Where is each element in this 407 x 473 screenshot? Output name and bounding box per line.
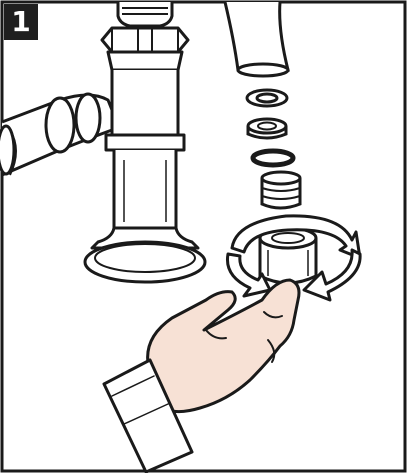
step-number-badge: 1 bbox=[4, 4, 38, 40]
hand-icon bbox=[104, 280, 299, 472]
mid-collar bbox=[106, 135, 184, 150]
faucet-base bbox=[85, 242, 205, 282]
aerator-o-ring bbox=[253, 151, 293, 165]
spout-illustration bbox=[225, 2, 288, 76]
hex-nut bbox=[102, 28, 188, 52]
aerator-parts-exploded bbox=[247, 90, 316, 283]
faucet-illustration bbox=[0, 2, 205, 282]
